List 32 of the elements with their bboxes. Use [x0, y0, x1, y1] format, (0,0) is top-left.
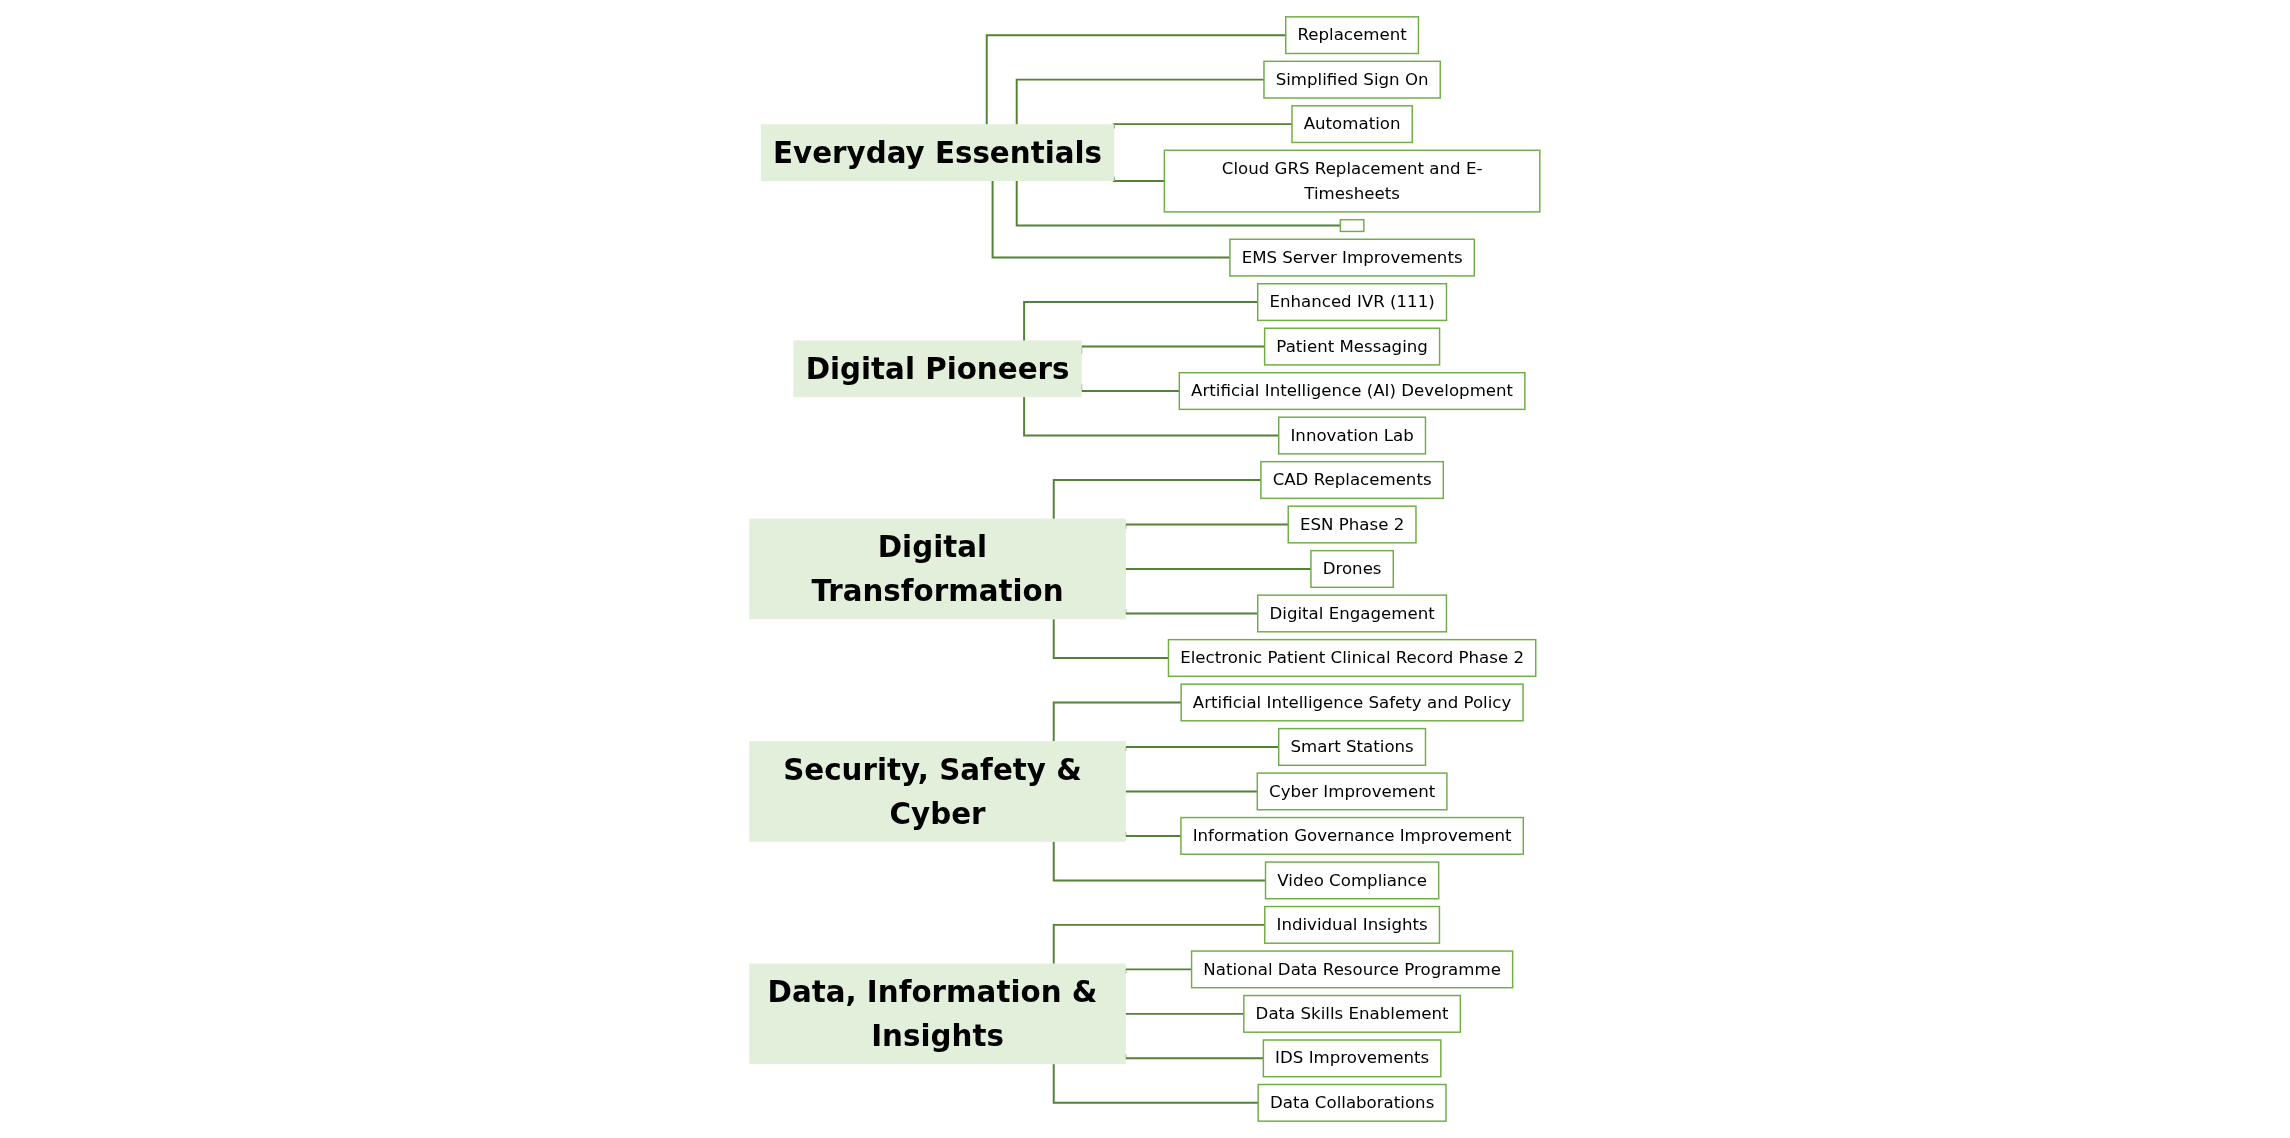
- node-box: Digital Transformation: [749, 518, 1126, 620]
- node-box: Artificial Intelligence Safety and Policy: [1180, 683, 1524, 722]
- node-box: Drones: [1310, 549, 1395, 589]
- node-box: Cloud GRS Replacement and E-Timesheets: [1163, 149, 1541, 213]
- node-box: Simplified Sign On: [1263, 60, 1442, 99]
- node-box: Artificial Intelligence (AI) Development: [1178, 371, 1526, 411]
- node-box: Patient Messaging: [1264, 327, 1441, 366]
- node-box: Everyday Essentials: [761, 124, 1115, 181]
- node-box: Replacement: [1285, 16, 1420, 55]
- node-box: Digital Pioneers: [793, 340, 1082, 398]
- node-box: Data Skills Enablement: [1243, 994, 1462, 1033]
- node-box: Electronic Patient Clinical Record Phase 2: [1167, 638, 1537, 678]
- node-box: Innovation Lab: [1278, 416, 1427, 455]
- node-box: Smart Stations: [1278, 727, 1427, 766]
- node-box: National Data Resource Programme: [1191, 950, 1514, 989]
- node-box: Video Compliance: [1264, 861, 1440, 900]
- node-box: [1339, 218, 1365, 233]
- node-box: Cyber Improvement: [1256, 772, 1448, 811]
- node-box: Digital Engagement: [1257, 594, 1448, 633]
- node-box: Data Collaborations: [1257, 1083, 1447, 1122]
- node-box: Enhanced IVR (111): [1257, 283, 1448, 322]
- node-box: Individual Insights: [1264, 905, 1441, 944]
- node-box: Security, Safety & Cyber: [749, 741, 1126, 842]
- node-box: Data, Information & Insights: [749, 963, 1126, 1065]
- connector: [1015, 179, 1342, 227]
- node-box: Automation: [1291, 105, 1414, 144]
- node-box: EMS Server Improvements: [1229, 238, 1476, 277]
- node-box: CAD Replacements: [1260, 460, 1445, 500]
- node-box: ESN Phase 2: [1287, 505, 1417, 544]
- node-box: IDS Improvements: [1262, 1039, 1442, 1078]
- connector: [1124, 1012, 1245, 1015]
- node-box: Information Governance Improvement: [1180, 816, 1525, 855]
